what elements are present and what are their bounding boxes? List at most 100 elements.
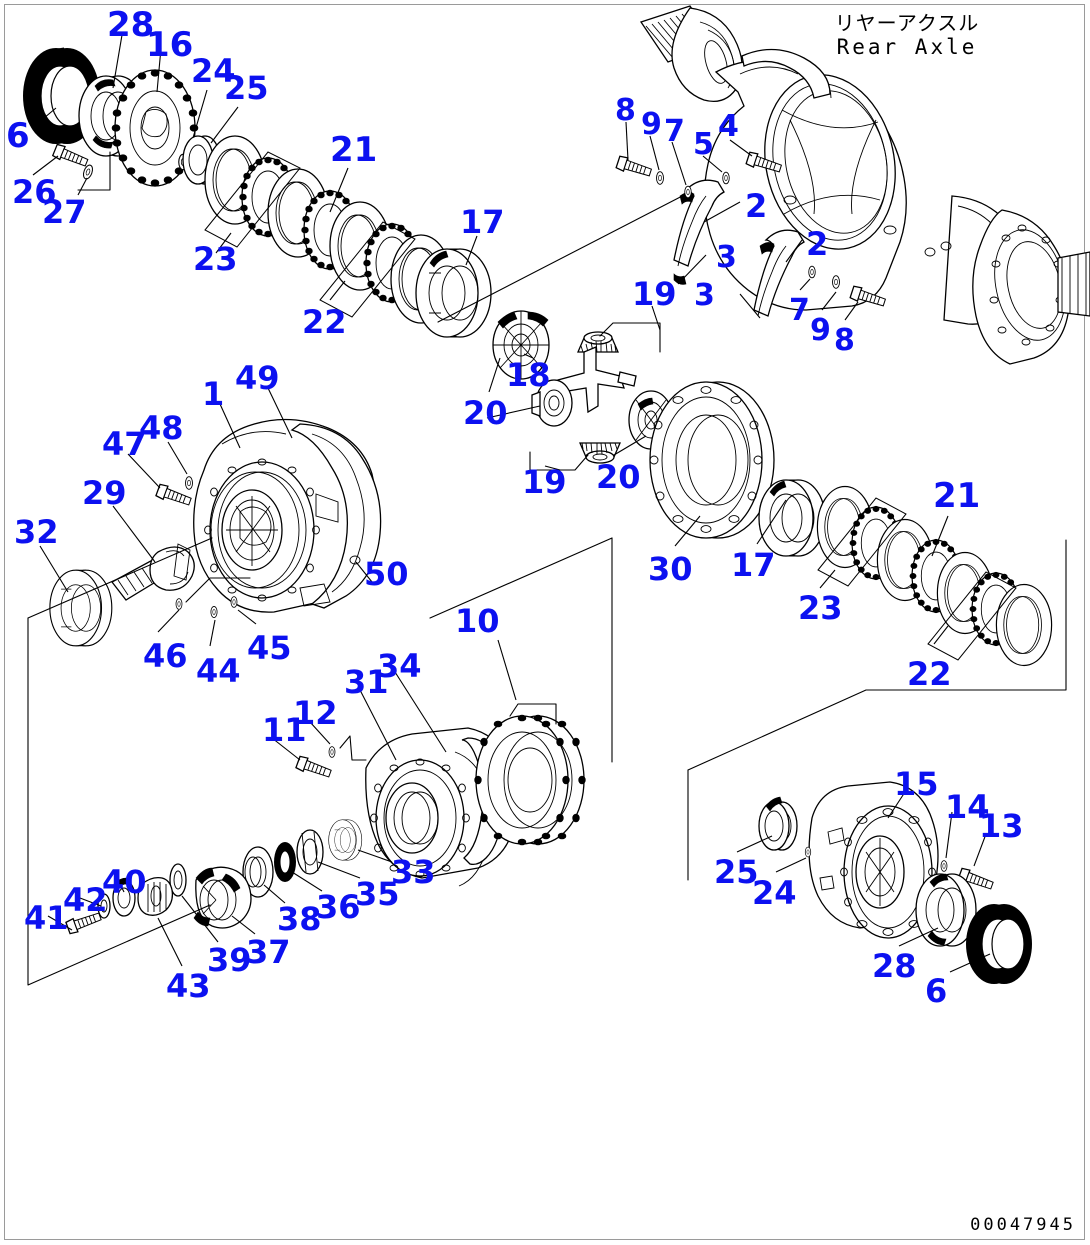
callout-28: 28 <box>872 947 917 985</box>
callout-46: 46 <box>143 637 188 675</box>
callout-3: 3 <box>694 278 715 313</box>
part-20-side-gear-left <box>531 379 573 427</box>
callout-22: 22 <box>907 655 952 693</box>
part-14-washer <box>940 860 948 872</box>
callout-43: 43 <box>166 967 211 1005</box>
part-48-washer <box>185 476 193 490</box>
callout-21: 21 <box>933 476 981 516</box>
part-32-bearing <box>49 569 113 647</box>
part-17-carrier-ring <box>415 248 492 338</box>
callout-14: 14 <box>945 788 990 826</box>
part-25-retainer-right <box>758 796 798 851</box>
part-40-gear <box>112 877 136 917</box>
callout-5: 5 <box>693 127 714 162</box>
callout-11: 11 <box>262 711 307 749</box>
callout-25: 25 <box>714 853 759 891</box>
callout-24: 24 <box>752 874 797 912</box>
callout-23: 23 <box>798 589 843 627</box>
part-6-toothed-ring-right <box>966 904 1032 984</box>
callout-29: 29 <box>82 474 127 512</box>
part-2-bearing-cap-upper <box>673 179 725 285</box>
callout-15: 15 <box>894 765 939 803</box>
callout-2: 2 <box>745 187 768 225</box>
part-7-pin-left <box>684 185 692 199</box>
part-group-topleft-disc-pack <box>204 135 452 324</box>
part-39-washer <box>169 863 187 897</box>
callout-13: 13 <box>979 807 1024 845</box>
part-11-bolt <box>294 754 333 781</box>
part-35-ring <box>296 829 324 875</box>
part-10-drum-ring <box>474 714 586 846</box>
callout-27: 27 <box>42 193 87 231</box>
callout-35: 35 <box>355 875 400 913</box>
part-36-ring <box>274 842 296 882</box>
callout-50: 50 <box>364 555 409 593</box>
part-19-pinion-upper <box>577 331 619 353</box>
callout-9: 9 <box>810 313 831 348</box>
part-9-washer-left <box>656 171 664 185</box>
callout-26: 26 <box>12 173 57 211</box>
callout-39: 39 <box>207 941 252 979</box>
callout-25: 25 <box>224 69 269 107</box>
callout-41: 41 <box>24 899 69 937</box>
callout-17: 17 <box>460 203 505 241</box>
callout-8: 8 <box>615 93 636 128</box>
callout-9: 9 <box>641 107 662 142</box>
callout-44: 44 <box>196 652 241 690</box>
callout-20: 20 <box>463 394 508 432</box>
part-axle-housing <box>639 5 1090 365</box>
part-9-washer-right <box>832 275 840 289</box>
part-24-washer-right <box>804 846 812 858</box>
part-37-planet-carrier <box>193 866 252 929</box>
callout-49: 49 <box>235 359 280 397</box>
part-38-ring <box>242 846 274 898</box>
callout-48: 48 <box>139 409 184 447</box>
callout-17: 17 <box>731 546 776 584</box>
part-1-carrier-housing <box>193 418 382 613</box>
part-28-bearing-right <box>915 873 977 947</box>
callout-1: 1 <box>202 375 225 413</box>
callout-22: 22 <box>302 303 347 341</box>
part-29-pinion-shaft <box>111 543 195 601</box>
callout-6: 6 <box>6 116 30 156</box>
part-27-washer <box>81 163 95 181</box>
callout-16: 16 <box>146 25 194 65</box>
callout-28: 28 <box>107 5 155 45</box>
callout-7: 7 <box>789 293 810 328</box>
callout-47: 47 <box>102 425 147 463</box>
callout-8: 8 <box>834 323 855 358</box>
callout-19: 19 <box>522 463 567 501</box>
callout-23: 23 <box>193 240 238 278</box>
part-12-washer <box>328 746 336 758</box>
part-8-bolt-left <box>615 154 654 180</box>
callout-37: 37 <box>246 933 291 971</box>
callout-31: 31 <box>344 663 389 701</box>
part-2-bearing-cap-lower <box>753 229 805 317</box>
part-7-pin-right <box>808 265 816 279</box>
callout-20: 20 <box>596 458 641 496</box>
callout-10: 10 <box>455 602 500 640</box>
callout-36: 36 <box>316 888 361 926</box>
part-45-washer <box>230 596 238 608</box>
callout-34: 34 <box>377 647 422 685</box>
callout-38: 38 <box>277 900 322 938</box>
part-6-toothed-ring <box>23 47 100 144</box>
part-15-wheel-hub <box>808 781 939 939</box>
callout-42: 42 <box>63 881 108 919</box>
callout-6: 6 <box>925 972 948 1010</box>
part-46-pin <box>175 598 183 610</box>
callout-30: 30 <box>648 550 693 588</box>
callout-40: 40 <box>102 863 147 901</box>
callout-21: 21 <box>330 130 378 170</box>
part-30-ring-gear <box>649 381 775 539</box>
callout-24: 24 <box>191 52 236 90</box>
callout-19: 19 <box>632 275 677 313</box>
title-english: Rear Axle <box>836 35 978 59</box>
callout-4: 4 <box>718 109 739 144</box>
callout-32: 32 <box>14 513 59 551</box>
part-43-gear-cluster <box>137 876 174 916</box>
part-5-pin <box>722 171 730 185</box>
callout-2: 2 <box>806 225 829 263</box>
